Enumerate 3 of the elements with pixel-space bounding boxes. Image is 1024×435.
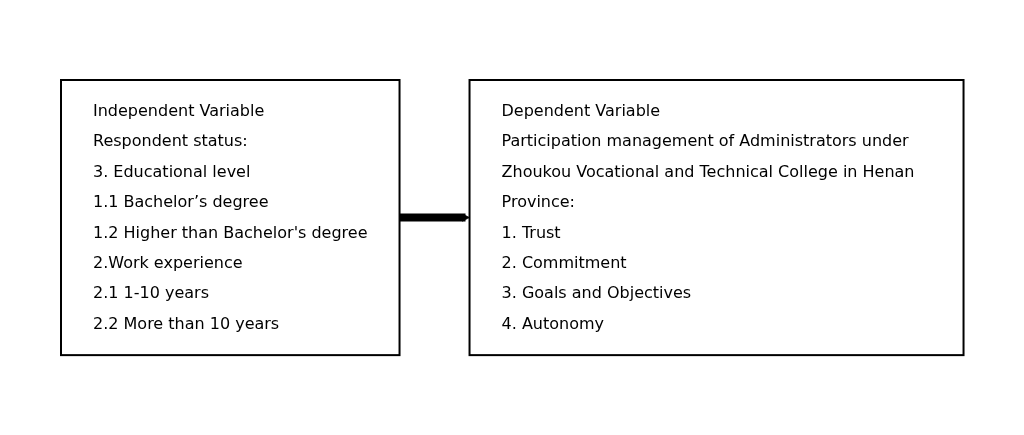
node-box: Independent Variable Respondent status: 3. Educational level 1.1 Bachelor’s degree 1.2 Higher than Bachelor's degree 2.Work experience 2.1 1-10 years 2.2 More than 10 years xyxy=(59,78,401,357)
node-box: Dependent Variable Participation management of Administrators under Zhoukou Vocational and Technical College in Henan Province: 1. Trust 2. Commitment 3. Goals and Objectives 4. Autonomy xyxy=(468,78,965,357)
arrow xyxy=(399,213,470,222)
